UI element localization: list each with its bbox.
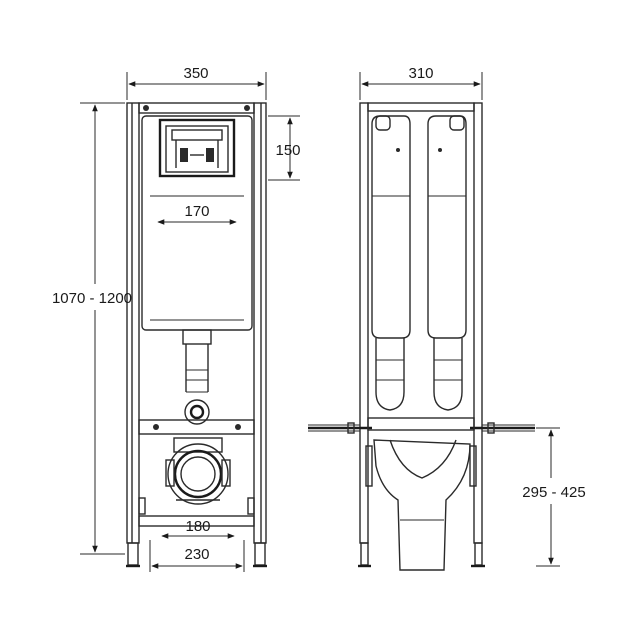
inner-spacing-label: 180 <box>185 518 210 535</box>
panel-height-label: 150 <box>275 142 300 159</box>
front-view: 350 150 170 1070 - 1200 180 <box>52 65 301 572</box>
outlet-height-label: 295 - 425 <box>522 484 585 501</box>
side-cistern-right <box>427 115 467 411</box>
side-frame <box>358 102 485 568</box>
side-waste-pipe <box>365 439 477 571</box>
side-view: 310 295 - 425 <box>308 65 586 571</box>
dim-front-width: 350 <box>126 65 267 100</box>
cistern <box>141 115 253 331</box>
dim-foot-spacing: 230 <box>149 540 245 572</box>
dim-inner-spacing: 180 <box>161 518 235 539</box>
waste-outlet <box>165 437 231 505</box>
fixing-rods <box>308 417 535 434</box>
front-width-label: 350 <box>183 65 208 82</box>
foot-spacing-label: 230 <box>184 546 209 563</box>
front-frame <box>126 102 267 568</box>
side-width-label: 310 <box>408 65 433 82</box>
side-cistern-left <box>371 115 411 411</box>
total-height-label: 1070 - 1200 <box>52 290 132 307</box>
dim-panel-width: 170 <box>157 203 237 225</box>
dim-panel-height: 150 <box>268 115 301 181</box>
dim-outlet-height: 295 - 425 <box>522 427 586 567</box>
panel-width-label: 170 <box>184 203 209 220</box>
flush-pipe <box>182 329 212 425</box>
dim-side-width: 310 <box>359 65 483 100</box>
dim-total-height: 1070 - 1200 <box>52 102 132 555</box>
